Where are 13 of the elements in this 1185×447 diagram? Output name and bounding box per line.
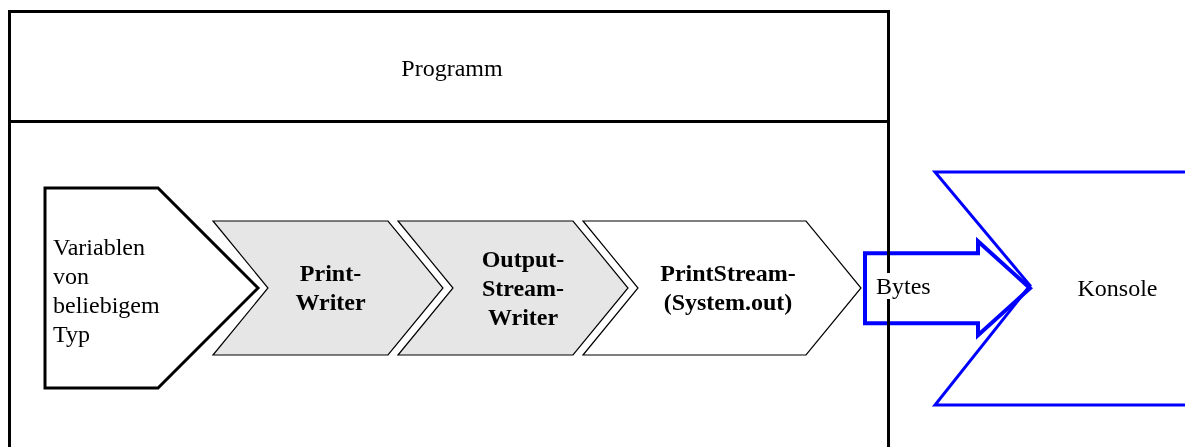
chevron-shape bbox=[583, 221, 863, 355]
node-label: Konsole bbox=[1077, 274, 1158, 303]
node-label: Output-Stream-Writer bbox=[480, 244, 566, 332]
chevron-shape bbox=[398, 221, 630, 355]
frame-heading: Programm bbox=[401, 53, 503, 83]
edge-label: Bytes bbox=[875, 273, 932, 300]
chevron-shape bbox=[213, 221, 445, 355]
node-label: Print-Writer bbox=[294, 259, 367, 317]
console-chevron bbox=[935, 172, 1185, 405]
node-label: Variablen von beliebigem Typ bbox=[53, 232, 161, 349]
node-label: PrintStream-(System.out) bbox=[659, 259, 797, 317]
block-arrow bbox=[863, 236, 1033, 340]
input-pentagon bbox=[45, 188, 260, 388]
